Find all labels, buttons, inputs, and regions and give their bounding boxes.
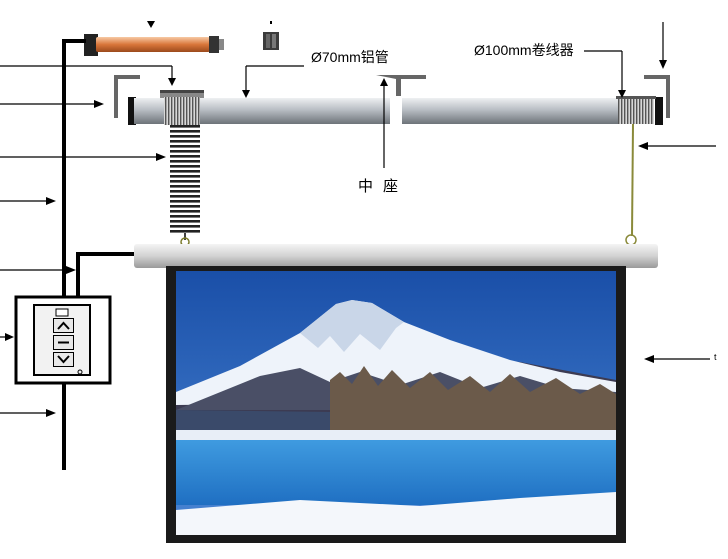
up-button[interactable]: [53, 318, 74, 333]
plug-connector: [263, 21, 279, 50]
chevron-down-icon: [57, 355, 70, 364]
lake: [176, 440, 616, 505]
center-mount: [376, 75, 426, 126]
chevron-up-icon: [57, 321, 70, 330]
aluminum-pipe: [128, 97, 663, 125]
tree-line: [330, 366, 616, 432]
arrow-down-marker: [147, 21, 155, 28]
screen-cable: [76, 252, 134, 300]
left-bracket: [114, 75, 140, 118]
center-mount-label: 中座: [358, 178, 409, 195]
down-button[interactable]: [53, 352, 74, 367]
winder-label: Ø100mm卷线器: [474, 42, 574, 58]
spring-anchor: [160, 90, 204, 125]
cord-winder: [616, 96, 656, 124]
right-bracket: [644, 75, 670, 118]
projection-screen: [166, 266, 626, 543]
pull-cord: [625, 123, 637, 246]
pipe-label: Ø70mm铝管: [311, 49, 389, 65]
label-leader-lines: [242, 22, 716, 363]
foreground-snow: [176, 492, 616, 535]
tension-spring: [170, 125, 200, 247]
stop-button[interactable]: [53, 335, 74, 350]
minus-icon: [58, 341, 69, 344]
tubular-motor: [84, 34, 224, 56]
pointer-arrows-left: [0, 65, 176, 417]
small-t-label: t: [714, 352, 717, 362]
